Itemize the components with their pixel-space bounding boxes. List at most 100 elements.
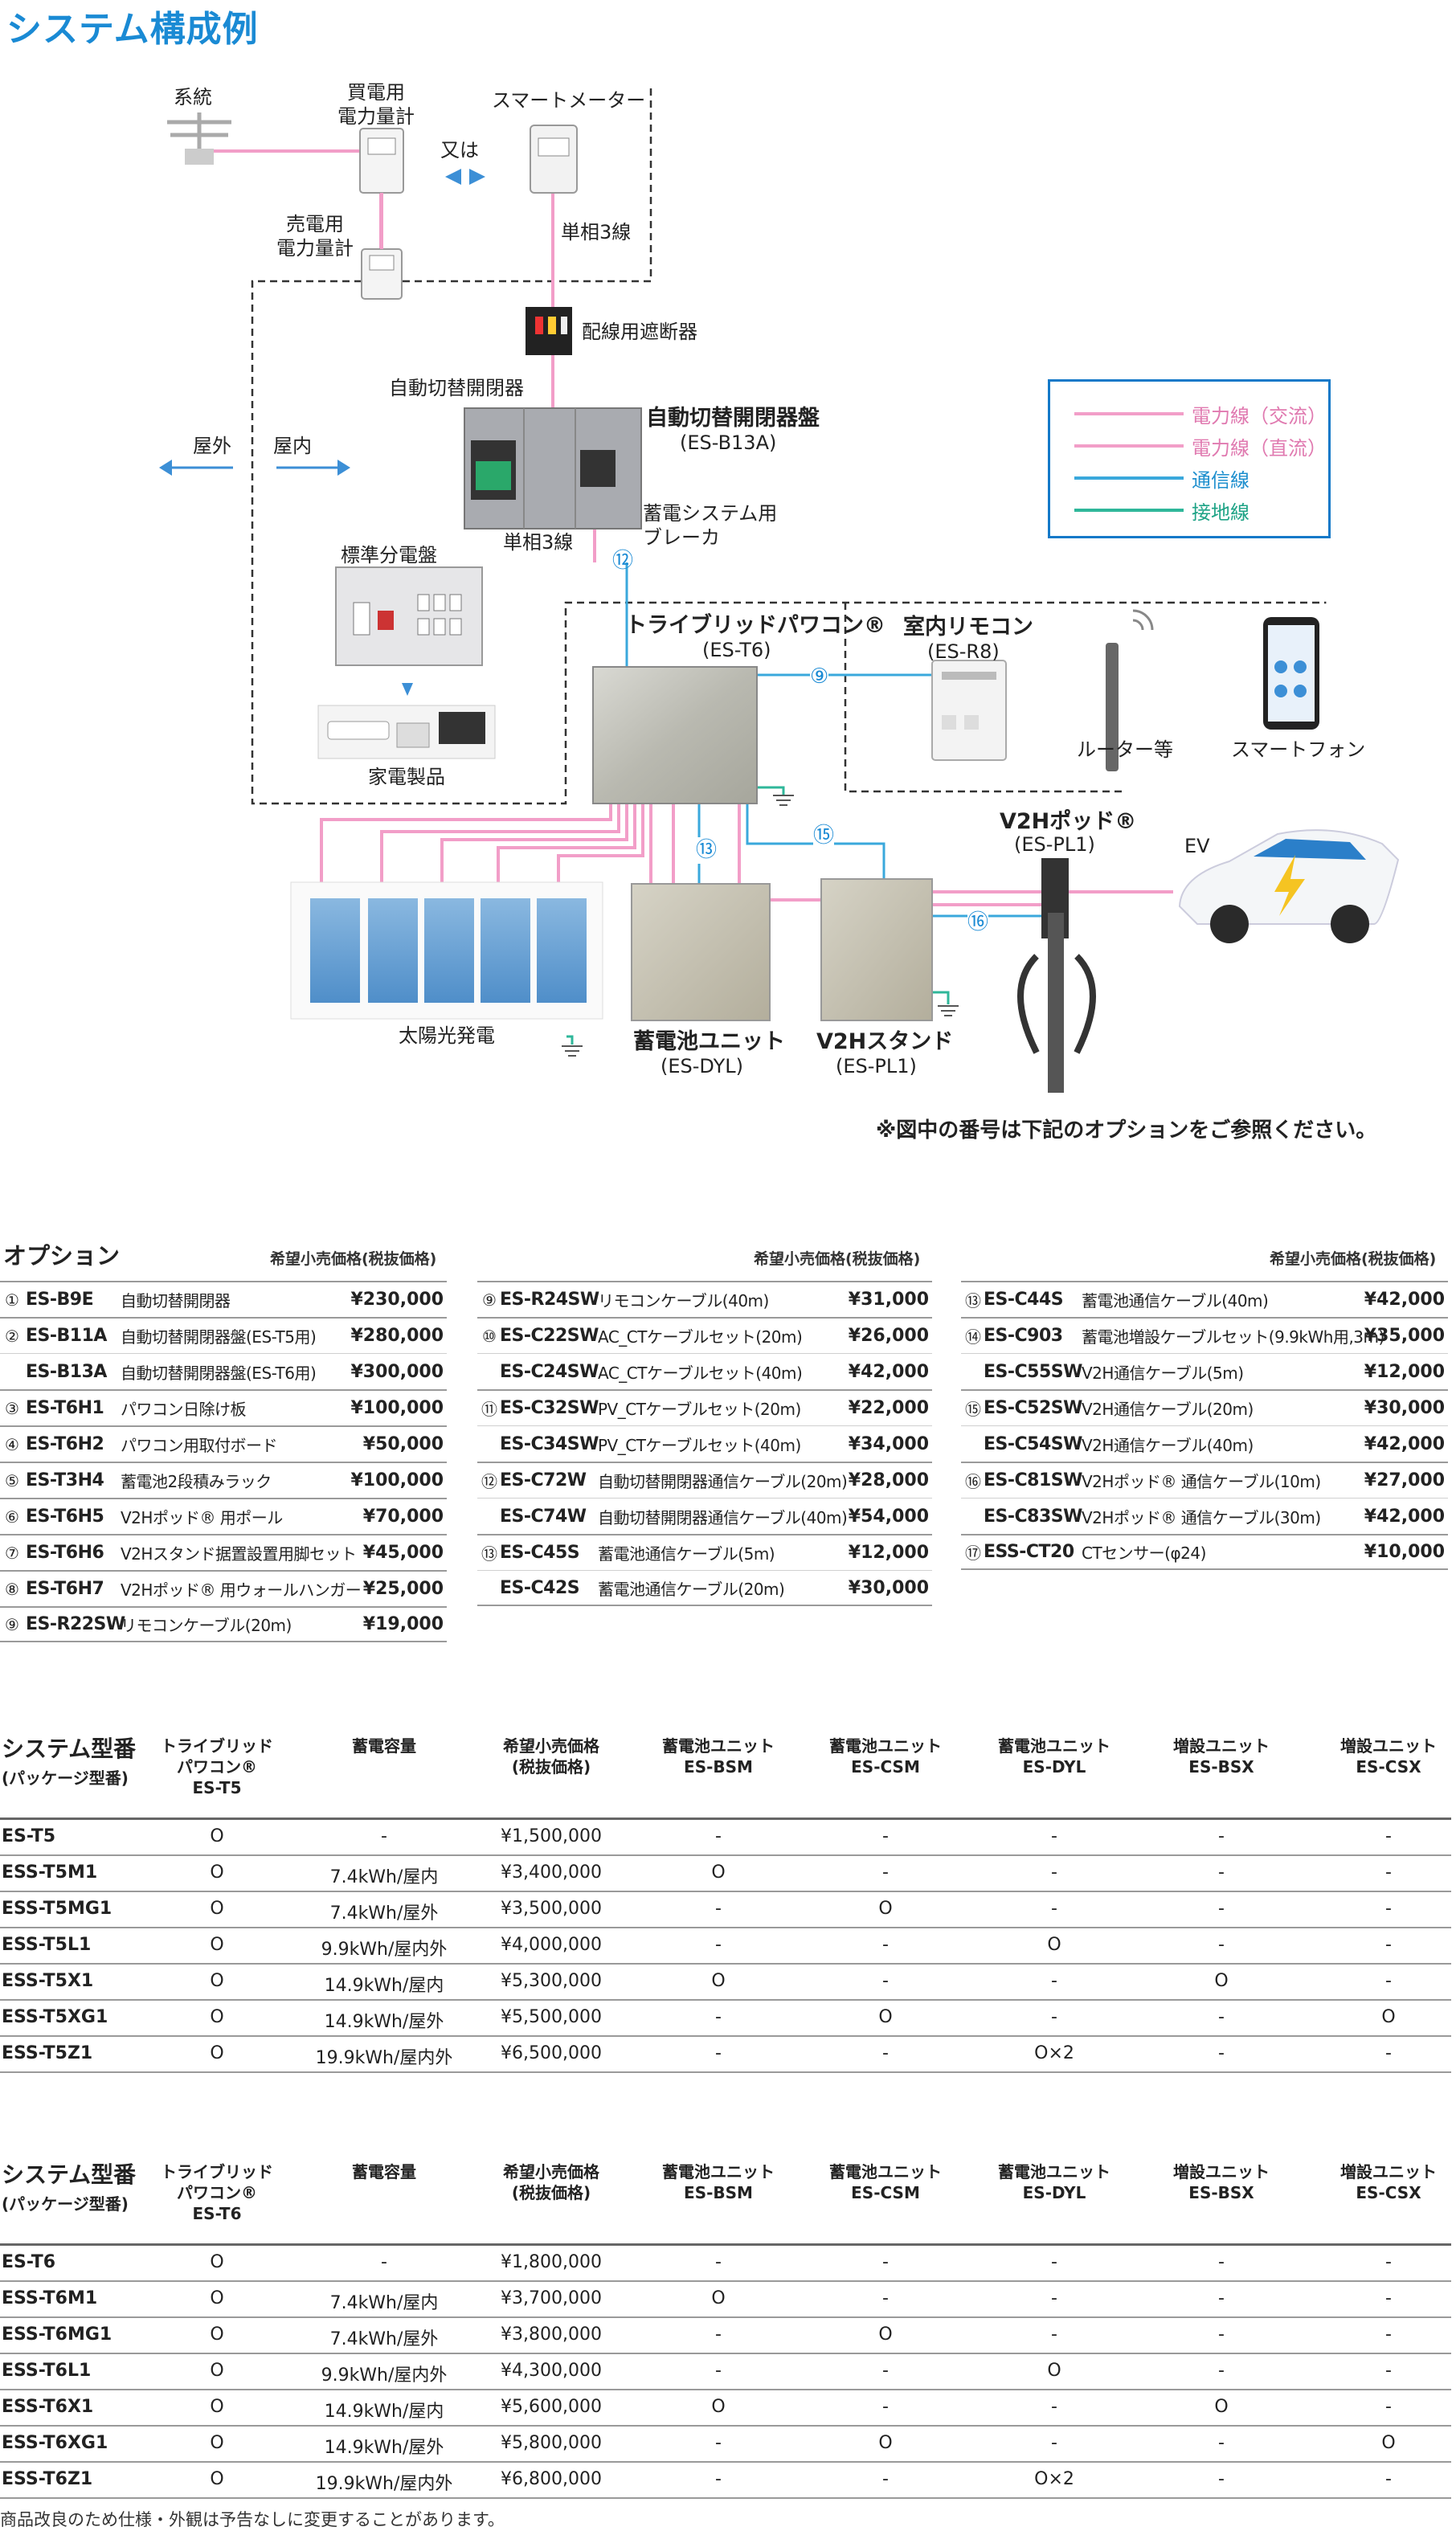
table-cell: 14.9kWh/屋外 xyxy=(324,2012,444,2032)
label-auto-switch: 自動切替開閉器 xyxy=(389,377,524,399)
table-cell: - xyxy=(1218,2007,1225,2027)
table-cell: O xyxy=(878,2325,893,2345)
table-cell: O xyxy=(210,2252,224,2272)
legend-dc-power: 電力線（直流） xyxy=(1074,431,1327,460)
option-price: ¥12,000 xyxy=(848,1543,929,1563)
option-number: ⑪ xyxy=(481,1400,497,1419)
table-cell: O xyxy=(210,1971,224,1991)
option-name: 自動切替開閉器盤(ES-T6用) xyxy=(121,1363,317,1383)
header-cell: 増設ユニット ES-BSX xyxy=(1173,1736,1270,1777)
router-icon xyxy=(1106,609,1154,771)
indoor-zone-border xyxy=(251,88,1326,805)
label-ev: EV xyxy=(1184,835,1210,857)
option-price: ¥31,000 xyxy=(848,1290,929,1310)
label-appliances: 家電製品 xyxy=(368,766,445,788)
header-cell: 希望小売価格 (税抜価格) xyxy=(503,2162,599,2202)
table-cell: O×2 xyxy=(1034,2043,1074,2063)
table-cell: O xyxy=(878,1899,893,1919)
label-battery: 蓄電池ユニット xyxy=(633,1029,785,1054)
sell-meter-icon xyxy=(361,248,403,300)
option-code: ES-R24SW xyxy=(500,1290,599,1310)
table-cell: - xyxy=(1051,1899,1057,1919)
table-cell: - xyxy=(1218,2469,1225,2489)
label-num-9: ⑨ xyxy=(810,664,829,690)
legend-ground: 接地線 xyxy=(1074,496,1249,525)
option-code: ES-T6H6 xyxy=(26,1543,104,1563)
label-battery-model: (ES-DYL) xyxy=(661,1055,743,1077)
label-solar: 太陽光発電 xyxy=(399,1024,495,1047)
option-name: 自動切替開閉器 xyxy=(121,1291,231,1310)
option-name: 蓄電池通信ケーブル(20m) xyxy=(598,1579,785,1599)
smart-meter-icon xyxy=(530,125,578,194)
legend-label: 電力線（交流） xyxy=(1192,404,1327,427)
legend-comm: 通信線 xyxy=(1074,464,1249,493)
table-cell: - xyxy=(715,2007,722,2027)
table-cell: 9.9kWh/屋内外 xyxy=(321,1940,448,1960)
header-cell: 蓄電容量 xyxy=(352,1736,416,1756)
table-cell: O xyxy=(210,2288,224,2308)
table-cell: - xyxy=(1385,1971,1392,1991)
option-code: ES-T6H7 xyxy=(26,1579,104,1599)
option-name: AC_CTケーブルセット(20m) xyxy=(598,1327,803,1347)
option-name: PV_CTケーブルセット(20m) xyxy=(598,1400,801,1419)
option-price: ¥300,000 xyxy=(350,1361,444,1382)
option-code: ES-C903 xyxy=(984,1326,1063,1346)
table-cell: - xyxy=(715,2325,722,2345)
option-name: V2Hスタンド据置設置用脚セット xyxy=(121,1544,357,1564)
option-code: ES-C54SW xyxy=(984,1433,1082,1454)
table-cell: - xyxy=(882,2469,889,2489)
table-cell: - xyxy=(715,2433,722,2453)
option-code: ES-C72W xyxy=(500,1470,587,1490)
table-cell: - xyxy=(882,2288,889,2308)
option-price: ¥100,000 xyxy=(350,1470,444,1490)
option-price: ¥42,000 xyxy=(1364,1433,1445,1454)
option-code: ES-C83SW xyxy=(984,1506,1082,1527)
option-number: ⑥ xyxy=(5,1507,19,1527)
option-name: 自動切替開閉器通信ケーブル(20m) xyxy=(598,1472,848,1491)
footnote: 商品改良のため仕様・外観は予告なしに変更することがあります。 xyxy=(0,2510,505,2529)
table-cell: - xyxy=(1385,2288,1392,2308)
header-model: システム型番(パッケージ型番) xyxy=(2,1736,136,1789)
options-price-header-1: 希望小売価格(税抜価格) xyxy=(270,1250,437,1268)
option-code: ES-T6H5 xyxy=(26,1507,104,1527)
option-name: リモコンケーブル(40m) xyxy=(598,1291,769,1310)
option-code: ES-C81SW xyxy=(984,1470,1082,1490)
option-price: ¥12,000 xyxy=(1364,1361,1445,1382)
option-price: ¥42,000 xyxy=(1364,1290,1445,1310)
option-number: ⑩ xyxy=(482,1326,497,1346)
table-cell: - xyxy=(882,1971,889,1991)
pcs-unit-icon xyxy=(592,666,758,804)
legend-label: 電力線（直流） xyxy=(1192,436,1327,460)
table-cell: O xyxy=(210,2043,224,2063)
table-cell: O xyxy=(711,1862,726,1883)
legend-swatch xyxy=(1074,476,1184,480)
option-price: ¥30,000 xyxy=(1364,1398,1445,1418)
label-indoor: 屋内 xyxy=(273,435,312,457)
table-cell: - xyxy=(1051,2007,1057,2027)
cell-model: ESS-T5Z1 xyxy=(2,2043,93,2063)
table-cell: ¥1,800,000 xyxy=(501,2252,602,2272)
option-price: ¥27,000 xyxy=(1364,1470,1445,1490)
options-price-header-3: 希望小売価格(税抜価格) xyxy=(1270,1250,1437,1268)
label-num-16: ⑯ xyxy=(967,910,989,936)
option-price: ¥100,000 xyxy=(350,1398,444,1418)
table-cell: - xyxy=(381,2252,387,2272)
table-cell: O xyxy=(210,1826,224,1846)
cell-model: ESS-T6Z1 xyxy=(2,2469,93,2489)
option-name: AC_CTケーブルセット(40m) xyxy=(598,1363,803,1383)
